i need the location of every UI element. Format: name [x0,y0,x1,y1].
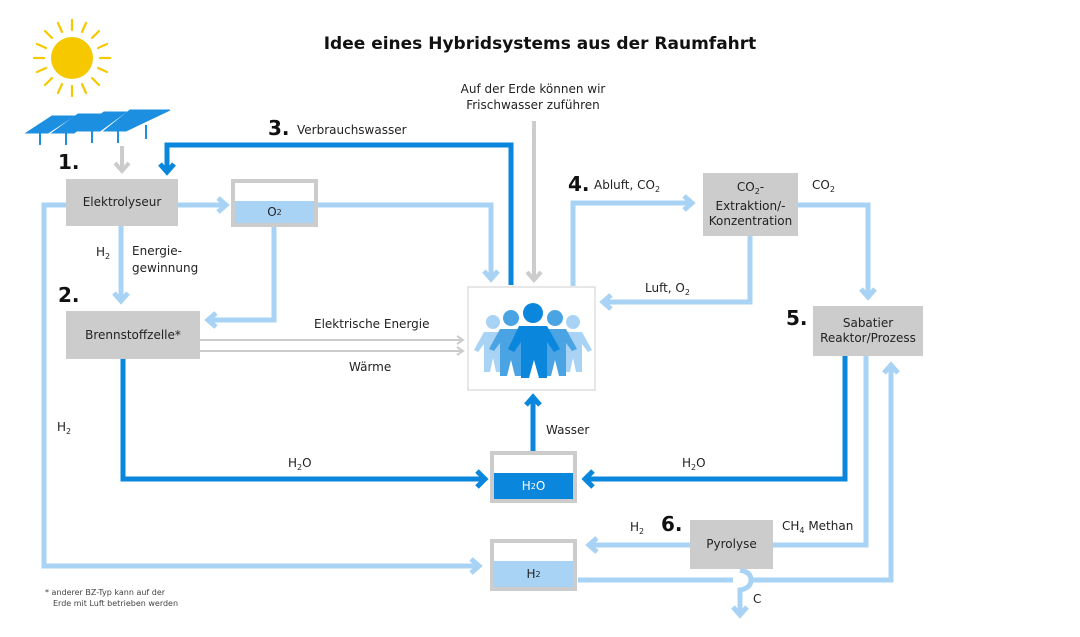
h2-pyrolyse-label: H2 [630,520,645,536]
frischwasser-label-line1: Auf der Erde können wir [460,82,606,96]
elektrolyseur-label: Elektrolyseur [82,195,162,209]
ch4-methan-arrow [773,356,869,548]
luft-o2-arrow [599,236,753,311]
h2o-right-label: H2O [682,456,706,472]
solar-power-arrow [113,146,131,175]
h2-outer-loop-arrow [41,202,483,575]
pyrolyse-label: Pyrolyse [706,537,757,551]
frischwasser-arrow [525,121,543,284]
people-icon [467,286,596,391]
sabatier-line2: Reaktor/Prozess [820,331,916,345]
co2-extraktion-box[interactable]: CO2- Extraktion/- Konzentration [703,173,798,236]
abluft-arrow [570,194,696,286]
pyrolyse-box[interactable]: Pyrolyse [690,520,773,569]
light-blue-flows [41,194,900,619]
abluft-label: Abluft, CO2 [594,178,661,194]
step-6-label: 6. [661,512,683,536]
elektrische-energie-label: Elektrische Energie [314,317,430,331]
pyrolyse-to-h2-arrow [585,536,690,554]
co2-extraktion-line1: CO2- [736,180,765,196]
frischwasser-label-line2: Frischwasser zuführen [466,98,600,112]
solar-panels-icon [24,109,171,145]
carbon-label: C [753,592,762,606]
co2-extraktion-line2: Extraktion/- [715,199,786,213]
energie-label-line1: Energie- [132,244,182,258]
footnote-line2: Erde mit Luft betrieben werden [53,599,179,608]
h2-to-sabatier-arrow [578,361,900,583]
o2-to-brennstoffzelle-arrow [204,226,277,329]
verbrauchswasser-label: Verbrauchswasser [297,123,407,137]
step-1-label: 1. [58,150,80,174]
carbon-output-arrow [731,567,754,619]
co2-out-label: CO2 [812,178,835,194]
elektrolyseur-box[interactable]: Elektrolyseur [66,179,178,226]
page-title: Idee eines Hybridsystems aus der Raumfah… [323,34,757,54]
wasser-arrow [524,393,542,455]
ch4-methan-label: CH4 Methan [782,519,854,535]
step-2-label: 2. [58,283,80,307]
step-5-label: 5. [786,306,808,330]
waerme-label: Wärme [349,360,392,374]
o2-to-people-arrow [318,202,500,283]
energy-arrows [200,335,465,356]
luft-label: Luft, O2 [645,281,690,297]
brennstoffzelle-to-h2o-arrow [120,359,489,489]
h2o-left-label: H2O [288,456,312,472]
footnote-line1: * anderer BZ-Typ kann auf der [45,588,166,597]
sabatier-box[interactable]: Sabatier Reaktor/Prozess [813,306,923,356]
h2-outer-label: H2 [57,420,72,436]
step-4-label: 4. [568,172,590,196]
h2o-flows [120,356,848,489]
sabatier-to-h2o-arrow [581,356,848,489]
h2-electrolysis-label: H2 [96,245,111,261]
elektrolyseur-to-o2-arrow [178,196,230,214]
elektrolyseur-to-brennstoffzelle-arrow [112,226,130,305]
energie-label-line2: gewinnung [132,261,199,275]
brennstoffzelle-box[interactable]: Brennstoffzelle* [66,311,200,359]
co2-to-sabatier-arrow [798,202,877,301]
wasser-label: Wasser [546,423,590,437]
sabatier-line1: Sabatier [842,316,894,330]
co2-extraktion-line3: Konzentration [708,214,793,228]
verbrauchswasser-arrow [158,142,514,285]
sun-icon [32,18,112,98]
brennstoffzelle-label: Brennstoffzelle* [85,327,181,342]
step-3-label: 3. [268,116,290,140]
